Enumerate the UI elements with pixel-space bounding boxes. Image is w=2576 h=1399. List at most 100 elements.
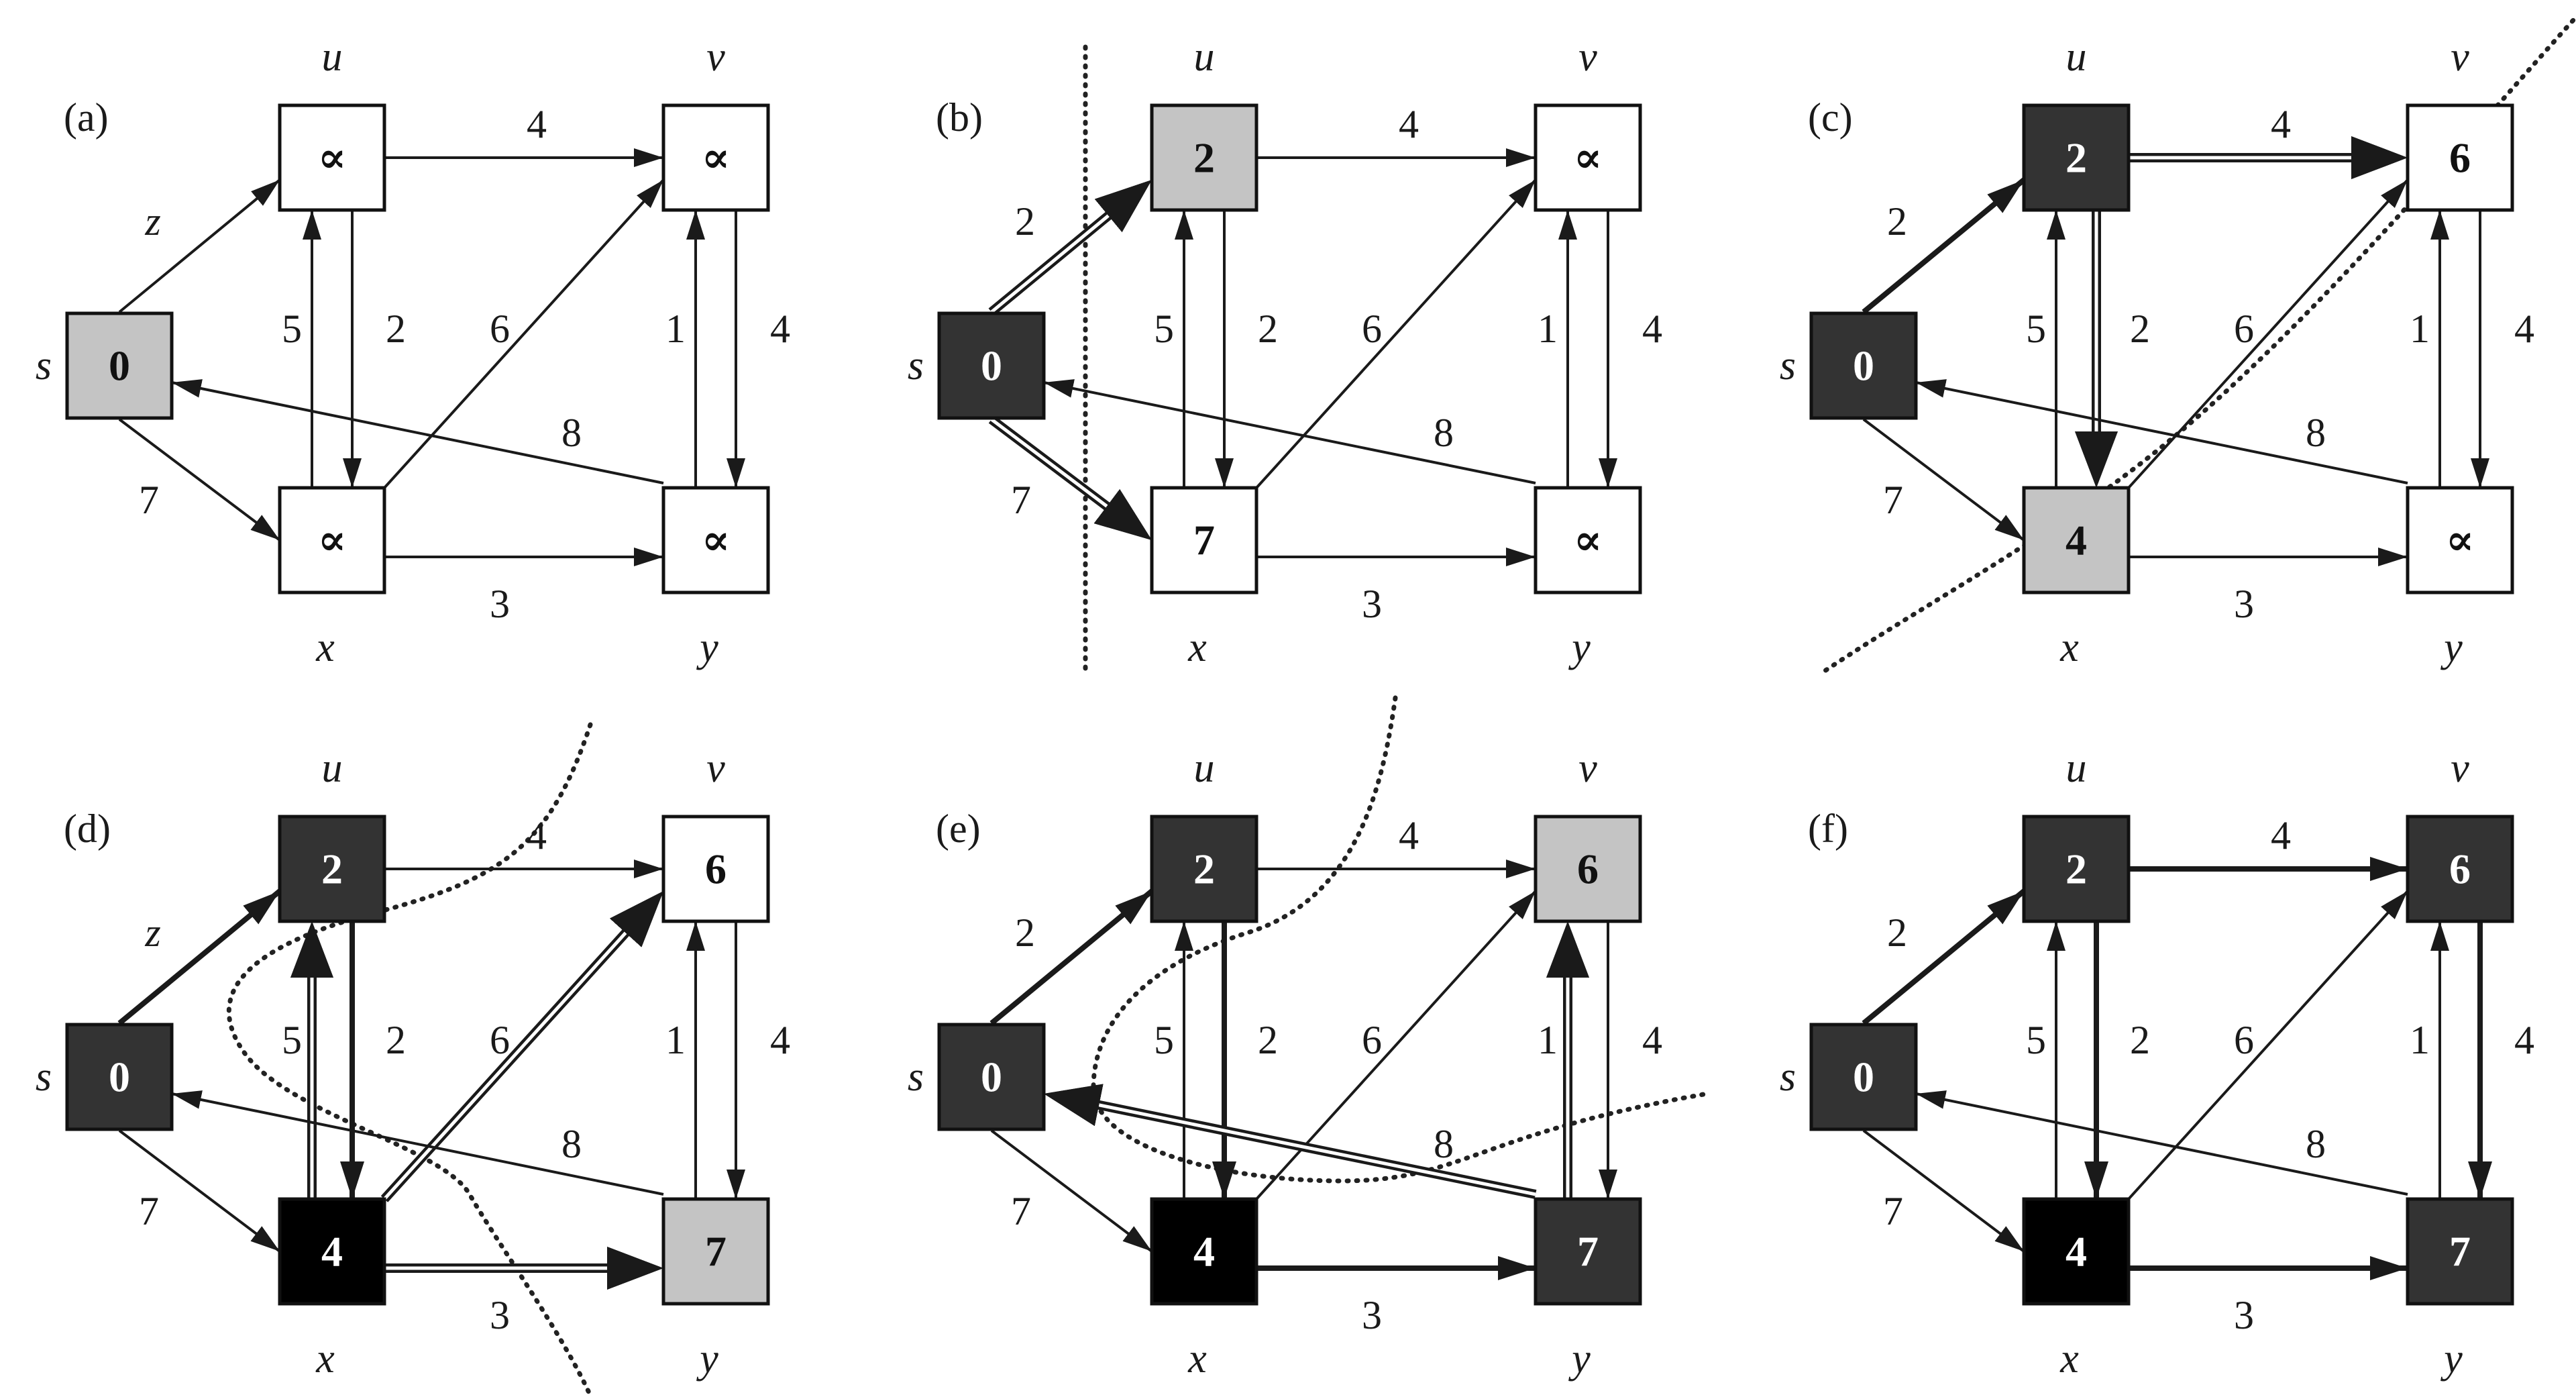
node-value: ∝ bbox=[318, 517, 347, 564]
node-value: 4 bbox=[2065, 1228, 2087, 1276]
edge-y-s: 8 bbox=[1043, 379, 1536, 484]
node-u: 2 bbox=[1150, 815, 1258, 923]
edge-u-x: 2 bbox=[343, 210, 406, 488]
node-x: 4 bbox=[1150, 1197, 1258, 1306]
edge-u-v: 4 bbox=[1256, 102, 1536, 167]
node-y: 7 bbox=[661, 1197, 770, 1306]
node-value: 7 bbox=[1193, 517, 1215, 564]
edge-weight-label: 1 bbox=[665, 307, 686, 351]
vertex-name-y: y bbox=[1568, 1336, 1591, 1382]
node-v: 6 bbox=[661, 815, 770, 923]
edge-x-u: 5 bbox=[2026, 210, 2065, 488]
edge-v-y: 4 bbox=[2468, 921, 2534, 1199]
edge-weight-label: 5 bbox=[1154, 307, 1174, 351]
vertex-name-x: x bbox=[1187, 625, 1207, 670]
edge-weight-label: 4 bbox=[2271, 102, 2291, 146]
edge-weight-label: 4 bbox=[1399, 102, 1419, 146]
edge-weight-label: 1 bbox=[2410, 307, 2430, 351]
edge-weight-label: 4 bbox=[1399, 813, 1419, 858]
edge-x-y: 3 bbox=[1256, 548, 1536, 626]
edge-weight-label: 4 bbox=[770, 1018, 790, 1062]
node-value: 2 bbox=[2065, 845, 2087, 893]
vertex-name-s: s bbox=[36, 1054, 52, 1100]
node-value: 0 bbox=[1853, 342, 1874, 390]
vertex-name-y: y bbox=[696, 625, 718, 670]
edge-y-s: 8 bbox=[171, 379, 664, 484]
edge-x-v: 6 bbox=[380, 890, 664, 1202]
edge-weight-label: 6 bbox=[490, 1018, 510, 1062]
panel-label: (f) bbox=[1808, 807, 1848, 851]
node-value: 2 bbox=[1193, 845, 1215, 893]
edge-u-x: 2 bbox=[1215, 210, 1278, 488]
edge-weight-label: 7 bbox=[1883, 1189, 1903, 1233]
edge-y-v: 1 bbox=[665, 921, 705, 1199]
edge-u-x: 2 bbox=[2084, 921, 2150, 1199]
edge-s-u: 2 bbox=[1862, 177, 2026, 315]
vertex-name-s: s bbox=[36, 343, 52, 388]
vertex-name-x: x bbox=[315, 625, 335, 670]
vertex-name-y: y bbox=[1568, 625, 1591, 670]
panel-label: (a) bbox=[64, 95, 109, 140]
edge-weight-label: 1 bbox=[665, 1018, 686, 1062]
edge-x-y: 3 bbox=[1256, 1256, 1536, 1337]
edge-x-u: 5 bbox=[1154, 210, 1193, 488]
vertex-name-u: u bbox=[2066, 745, 2087, 791]
node-value: 0 bbox=[1853, 1053, 1874, 1101]
vertex-name-x: x bbox=[2059, 1336, 2079, 1382]
node-y: 7 bbox=[1534, 1197, 1642, 1306]
edge-u-v: 4 bbox=[384, 102, 663, 167]
node-value: 2 bbox=[1193, 134, 1215, 182]
node-s: 0 bbox=[65, 1023, 174, 1131]
edge-weight-label: 8 bbox=[561, 411, 582, 455]
cut-line bbox=[226, 722, 593, 1398]
edge-y-s: 8 bbox=[1915, 379, 2408, 484]
edge-s-x: 7 bbox=[1862, 418, 2025, 541]
cut-line bbox=[1091, 695, 1710, 1184]
edge-weight-label: 8 bbox=[2306, 411, 2326, 455]
node-x: 4 bbox=[2022, 1197, 2131, 1306]
node-value: 4 bbox=[1193, 1228, 1215, 1276]
node-v: 6 bbox=[2406, 103, 2514, 212]
edge-weight-label: 6 bbox=[490, 307, 510, 351]
node-x: 7 bbox=[1150, 486, 1258, 594]
vertex-name-u: u bbox=[322, 34, 343, 80]
edge-weight-label: 3 bbox=[2234, 1293, 2254, 1337]
edge-s-u: z bbox=[118, 178, 281, 313]
node-v: 6 bbox=[1534, 815, 1642, 923]
vertex-name-u: u bbox=[322, 745, 343, 791]
node-value: 6 bbox=[705, 845, 727, 893]
node-value: ∝ bbox=[318, 134, 347, 182]
node-x: 4 bbox=[278, 1197, 386, 1306]
edge-v-y: 4 bbox=[1599, 921, 1662, 1199]
node-y: ∝ bbox=[1534, 486, 1642, 594]
edge-y-v: 1 bbox=[1538, 921, 1589, 1199]
node-u: ∝ bbox=[278, 103, 386, 212]
edge-s-x: 7 bbox=[990, 1129, 1153, 1253]
vertex-name-u: u bbox=[2066, 34, 2087, 80]
vertex-name-y: y bbox=[2440, 625, 2463, 670]
edge-weight-label: 2 bbox=[1887, 199, 1907, 244]
node-value: ∝ bbox=[702, 134, 731, 182]
edge-weight-label: 8 bbox=[561, 1122, 582, 1166]
vertex-name-y: y bbox=[696, 1336, 718, 1382]
vertex-name-v: v bbox=[706, 34, 725, 80]
edge-weight-label: 2 bbox=[1015, 199, 1035, 244]
edge-weight-label: 2 bbox=[1258, 307, 1278, 351]
node-value: 4 bbox=[321, 1228, 343, 1276]
node-value: 0 bbox=[109, 1053, 130, 1101]
vertex-name-y: y bbox=[2440, 1336, 2463, 1382]
edge-y-v: 1 bbox=[2410, 921, 2449, 1199]
edge-y-s: 8 bbox=[171, 1090, 664, 1196]
edge-weight-label: 4 bbox=[2271, 813, 2291, 858]
edge-weight-label: 2 bbox=[1887, 911, 1907, 955]
edge-weight-label: 2 bbox=[1015, 911, 1035, 955]
vertex-name-s: s bbox=[1780, 343, 1796, 388]
edge-u-v: 4 bbox=[2129, 813, 2408, 881]
edge-weight-label: 6 bbox=[2234, 1018, 2254, 1062]
node-v: 6 bbox=[2406, 815, 2514, 923]
